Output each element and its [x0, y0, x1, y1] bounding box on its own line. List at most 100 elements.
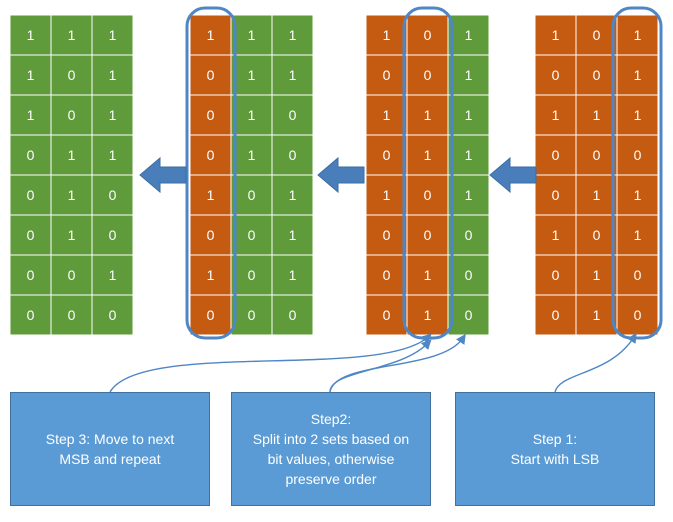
bit-value: 0 — [383, 227, 391, 243]
bit-cell — [50, 94, 93, 136]
bit-cell — [230, 14, 273, 56]
bit-value: 0 — [207, 67, 215, 83]
bit-value: 0 — [465, 267, 473, 283]
bit-cell — [616, 94, 659, 136]
bit-cell — [271, 54, 314, 96]
bit-cell — [616, 254, 659, 296]
bit-cell — [271, 294, 314, 336]
bit-value: 0 — [207, 227, 215, 243]
bit-value: 1 — [27, 27, 35, 43]
bit-cell — [575, 254, 618, 296]
bit-value: 1 — [593, 107, 601, 123]
bit-value: 1 — [634, 187, 642, 203]
bit-value: 0 — [593, 227, 601, 243]
bit-value: 1 — [68, 227, 76, 243]
bit-value: 0 — [248, 267, 256, 283]
bit-value: 1 — [289, 267, 297, 283]
bit-value: 0 — [465, 227, 473, 243]
bit-cell — [230, 294, 273, 336]
bit-cell — [230, 174, 273, 216]
bit-cell — [365, 134, 408, 176]
bit-value: 1 — [289, 67, 297, 83]
bit-cell — [365, 14, 408, 56]
bit-value: 0 — [248, 227, 256, 243]
bit-cell — [91, 174, 134, 216]
bit-value: 1 — [552, 227, 560, 243]
bit-cell — [447, 14, 490, 56]
bit-value: 1 — [68, 147, 76, 163]
bit-cell — [91, 134, 134, 176]
bit-value: 1 — [465, 27, 473, 43]
bit-value: 1 — [634, 107, 642, 123]
bit-cell — [189, 14, 232, 56]
step-3-connector-arrow — [109, 333, 432, 393]
bit-value: 1 — [248, 147, 256, 163]
bit-value: 0 — [248, 307, 256, 323]
caption-step-1-line-1: Step 1: — [532, 431, 578, 447]
bit-cell — [534, 94, 577, 136]
bit-cell — [406, 294, 449, 336]
bit-value: 0 — [27, 267, 35, 283]
caption-step-1: Step 1: Start with LSB — [455, 392, 655, 506]
bit-cell — [575, 214, 618, 256]
bit-cell — [230, 94, 273, 136]
bit-cell — [271, 14, 314, 56]
bit-value: 1 — [634, 227, 642, 243]
caption-step-2-line-1: Step2: — [310, 411, 352, 427]
bit-value: 1 — [424, 267, 432, 283]
bit-value: 0 — [68, 267, 76, 283]
bit-cell — [9, 214, 52, 256]
bit-value: 1 — [593, 307, 601, 323]
bit-value: 1 — [248, 67, 256, 83]
bit-value: 1 — [465, 107, 473, 123]
lsb-column-outline — [611, 6, 663, 340]
bit-cell — [534, 14, 577, 56]
bit-value: 1 — [109, 267, 117, 283]
bit-cell — [616, 14, 659, 56]
bit-value: 0 — [634, 267, 642, 283]
bit-value: 0 — [552, 307, 560, 323]
msb-column-outline — [185, 6, 237, 340]
bit-cell — [50, 214, 93, 256]
bit-cell — [616, 294, 659, 336]
bit-cell — [447, 174, 490, 216]
bit-cell — [91, 294, 134, 336]
step-1-connector-arrow — [554, 332, 637, 393]
bit-value: 1 — [289, 227, 297, 243]
bit-value: 0 — [248, 187, 256, 203]
bit-cell — [406, 254, 449, 296]
bit-value: 1 — [383, 187, 391, 203]
arrow-layer — [109, 156, 637, 393]
bit-value: 1 — [465, 187, 473, 203]
bit-cell — [271, 254, 314, 296]
bit-value: 0 — [383, 67, 391, 83]
bit-cell — [534, 174, 577, 216]
bit-cell — [534, 294, 577, 336]
bit-value: 1 — [109, 107, 117, 123]
bit-value: 1 — [27, 107, 35, 123]
bit-cell — [406, 214, 449, 256]
bit-cell — [575, 54, 618, 96]
bit-value: 1 — [27, 67, 35, 83]
bit-cell — [447, 54, 490, 96]
caption-step-2-line-3: bit values, otherwise — [267, 451, 395, 467]
bit-value: 0 — [383, 267, 391, 283]
caption-step-3-line-1: Step 3: Move to next — [45, 431, 175, 447]
bit-cell — [91, 94, 134, 136]
caption-step-2-line-4: preserve order — [285, 471, 377, 487]
outline-layer — [185, 6, 663, 340]
bit-cell — [91, 54, 134, 96]
bit-value: 0 — [383, 147, 391, 163]
bit-cell — [575, 294, 618, 336]
bit-cell — [406, 134, 449, 176]
bit-value: 0 — [207, 147, 215, 163]
bit-cell — [534, 254, 577, 296]
bit-value: 0 — [289, 307, 297, 323]
bit-value: 1 — [552, 107, 560, 123]
caption-step-3-line-2: MSB and repeat — [59, 451, 161, 467]
bit-value: 0 — [27, 227, 35, 243]
bit-value: 0 — [383, 307, 391, 323]
